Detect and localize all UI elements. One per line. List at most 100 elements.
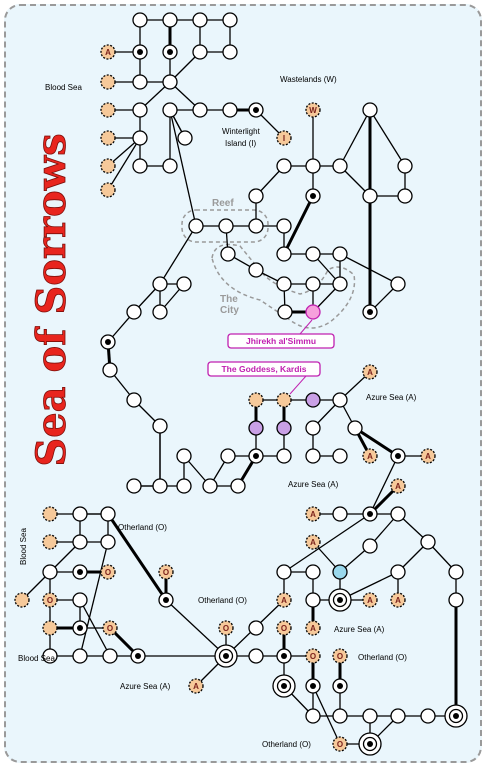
room-node[interactable] xyxy=(42,564,58,580)
exit-node[interactable]: A xyxy=(420,448,436,464)
room-node[interactable] xyxy=(126,392,142,408)
room-node[interactable] xyxy=(132,74,148,90)
room-node[interactable] xyxy=(305,158,321,174)
room-node[interactable] xyxy=(390,564,406,580)
exit-node[interactable]: O xyxy=(102,620,118,636)
room-node[interactable] xyxy=(100,334,116,350)
room-node[interactable] xyxy=(152,304,168,320)
room-node[interactable] xyxy=(305,392,321,408)
exit-node[interactable]: A xyxy=(390,592,406,608)
room-node[interactable] xyxy=(362,708,378,724)
exit-node[interactable]: A xyxy=(390,478,406,494)
room-node[interactable] xyxy=(305,708,321,724)
room-node[interactable] xyxy=(248,648,264,664)
exit-node[interactable]: A xyxy=(305,506,321,522)
room-node[interactable] xyxy=(276,448,292,464)
exit-node[interactable]: I xyxy=(276,130,292,146)
room-node[interactable] xyxy=(276,218,292,234)
room-node[interactable] xyxy=(176,478,192,494)
room-node[interactable] xyxy=(390,506,406,522)
room-node[interactable] xyxy=(130,648,146,664)
room-node[interactable] xyxy=(132,158,148,174)
room-node[interactable] xyxy=(72,648,88,664)
room-node[interactable] xyxy=(176,276,192,292)
room-node[interactable] xyxy=(332,448,348,464)
room-node[interactable] xyxy=(218,218,234,234)
room-node[interactable] xyxy=(177,130,193,146)
room-node[interactable] xyxy=(358,732,382,756)
exit-node[interactable]: O xyxy=(218,620,234,636)
room-node[interactable] xyxy=(362,506,378,522)
room-node[interactable] xyxy=(390,708,406,724)
room-node[interactable] xyxy=(72,534,88,550)
room-node[interactable] xyxy=(132,12,148,28)
room-node[interactable] xyxy=(390,448,406,464)
exit-node[interactable] xyxy=(100,130,116,146)
room-node[interactable] xyxy=(362,188,378,204)
exit-node[interactable] xyxy=(100,102,116,118)
room-node[interactable] xyxy=(305,592,321,608)
exit-node[interactable] xyxy=(276,392,292,408)
room-node[interactable] xyxy=(305,304,321,320)
room-node[interactable] xyxy=(444,704,468,728)
exit-node[interactable]: O xyxy=(332,736,348,752)
room-node[interactable] xyxy=(332,276,348,292)
room-node[interactable] xyxy=(248,620,264,636)
room-node[interactable] xyxy=(362,102,378,118)
room-node[interactable] xyxy=(132,102,148,118)
room-node[interactable] xyxy=(162,74,178,90)
room-node[interactable] xyxy=(102,362,118,378)
room-node[interactable] xyxy=(248,188,264,204)
exit-node[interactable]: A xyxy=(305,534,321,550)
exit-node[interactable]: W xyxy=(305,102,321,118)
room-node[interactable] xyxy=(347,420,363,436)
room-node[interactable] xyxy=(162,102,178,118)
room-node[interactable] xyxy=(220,246,236,262)
room-node[interactable] xyxy=(332,392,348,408)
room-node[interactable] xyxy=(100,506,116,522)
room-node[interactable] xyxy=(332,246,348,262)
exit-node[interactable]: O xyxy=(332,648,348,664)
room-node[interactable] xyxy=(305,678,321,694)
room-node[interactable] xyxy=(72,592,88,608)
room-node[interactable] xyxy=(72,506,88,522)
room-node[interactable] xyxy=(192,12,208,28)
room-node[interactable] xyxy=(162,44,178,60)
room-node[interactable] xyxy=(448,564,464,580)
room-node[interactable] xyxy=(72,564,88,580)
exit-node[interactable]: A xyxy=(362,448,378,464)
room-node[interactable] xyxy=(305,420,321,436)
room-node[interactable] xyxy=(276,158,292,174)
room-node[interactable] xyxy=(222,12,238,28)
exit-node[interactable] xyxy=(42,620,58,636)
room-node[interactable] xyxy=(397,188,413,204)
room-node[interactable] xyxy=(220,448,236,464)
room-node[interactable] xyxy=(276,276,292,292)
room-node[interactable] xyxy=(332,158,348,174)
exit-node[interactable] xyxy=(100,74,116,90)
room-node[interactable] xyxy=(192,44,208,60)
exit-node[interactable]: O xyxy=(100,564,116,580)
room-node[interactable] xyxy=(332,708,348,724)
room-node[interactable] xyxy=(276,246,292,262)
exit-node[interactable] xyxy=(42,506,58,522)
room-node[interactable] xyxy=(202,478,218,494)
room-node[interactable] xyxy=(126,478,142,494)
room-node[interactable] xyxy=(132,130,148,146)
room-node[interactable] xyxy=(420,708,436,724)
room-node[interactable] xyxy=(276,564,292,580)
exit-node[interactable]: O xyxy=(42,592,58,608)
room-node[interactable] xyxy=(248,448,264,464)
room-node[interactable] xyxy=(248,218,264,234)
room-node[interactable] xyxy=(397,158,413,174)
room-node[interactable] xyxy=(162,158,178,174)
room-node[interactable] xyxy=(176,448,192,464)
exit-node[interactable]: A xyxy=(305,620,321,636)
room-node[interactable] xyxy=(248,262,264,278)
exit-node[interactable] xyxy=(248,392,264,408)
room-node[interactable] xyxy=(152,478,168,494)
exit-node[interactable]: O xyxy=(305,648,321,664)
room-node[interactable] xyxy=(305,564,321,580)
room-node[interactable] xyxy=(72,620,88,636)
exit-node[interactable] xyxy=(42,534,58,550)
